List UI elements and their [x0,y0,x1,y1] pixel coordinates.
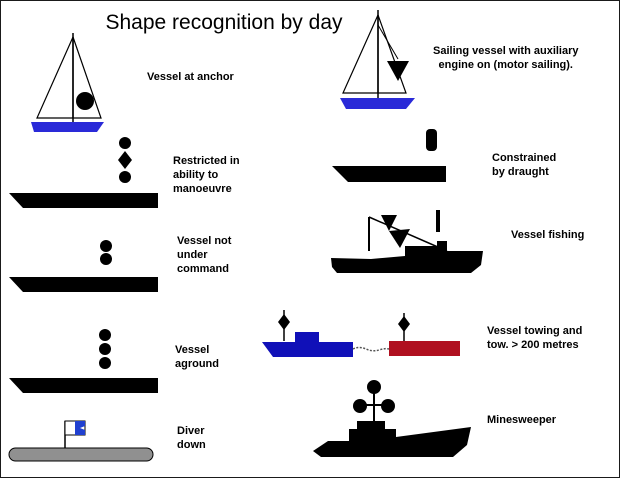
constrained-vessel-icon [332,129,446,182]
label-motor-sailing: Sailing vessel with auxiliary engine on … [433,45,579,71]
diver-down-vessel-icon [8,420,154,462]
towing-vessel-icon [262,310,460,357]
label-vessel-at-anchor: Vessel at anchor [147,71,234,83]
label-vessel-aground: Vessel aground [175,344,219,370]
label-not-under-command: Vessel not under command [177,235,232,275]
label-vessel-fishing: Vessel fishing [511,229,585,241]
motor-sailing-vessel-icon [340,10,415,109]
label-minesweeper: Minesweeper [487,414,557,426]
anchored-sailboat-icon [31,33,104,132]
minesweeper-vessel-icon [313,380,471,457]
restricted-vessel-icon [9,137,158,208]
aground-vessel-icon [9,329,158,393]
fishing-vessel-icon [331,210,483,273]
label-diver-down: Diver down [177,425,206,451]
diagram-title: Shape recognition by day [105,11,343,34]
label-restricted-in-ability: Restricted in ability to manoeuvre [173,155,240,195]
not-under-command-vessel-icon [9,240,158,292]
label-vessel-towing: Vessel towing and tow. > 200 metres [487,325,583,351]
label-constrained-by-draught: Constrained by draught [492,152,557,178]
